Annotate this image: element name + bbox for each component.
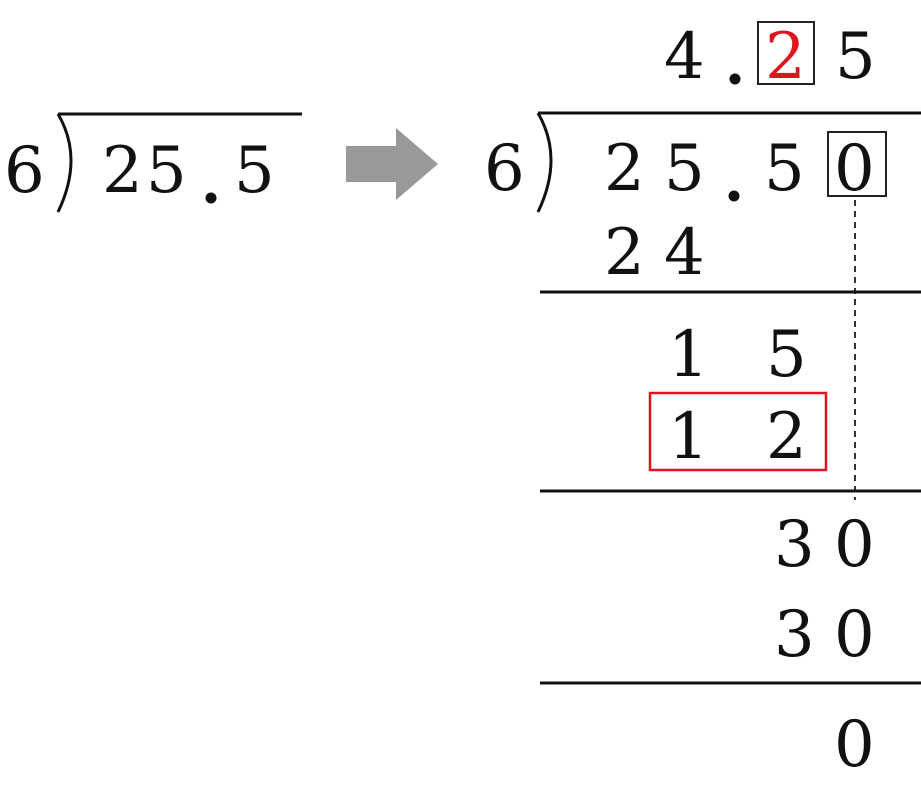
dividend-digit-2: 5 [664, 132, 705, 206]
step-5-digit-2: 0 [834, 598, 875, 672]
left-dividend-digit-1: 2 [102, 134, 143, 208]
dividend-digit-4: 0 [834, 132, 875, 206]
step-2-digit-1: 1 [668, 318, 709, 392]
step-4-digit-2: 0 [834, 508, 875, 582]
quotient-digit-2: 2 [765, 20, 806, 94]
product-highlight-box [648, 391, 828, 472]
dividend-digit-3: 5 [764, 132, 805, 206]
left-dividend-digit-3: 5 [234, 134, 275, 208]
left-dividend-digit-2: 5 [146, 134, 187, 208]
remainder-digit: 0 [834, 708, 875, 782]
right-arrow-icon [346, 128, 438, 200]
remainder-row: 0 [834, 708, 875, 782]
right-division-bracket [536, 112, 553, 213]
step-row-1: 2 4 [604, 216, 705, 290]
quotient-decimal-point [729, 73, 741, 85]
quotient-digit-1: 4 [664, 20, 705, 94]
step-3-digit-1: 1 [668, 400, 709, 474]
step-row-5: 3 0 [774, 598, 875, 672]
right-division-problem: 4 2 5 6 2 5 5 0 2 4 1 5 [484, 20, 921, 782]
step-2-digit-2: 5 [766, 318, 807, 392]
right-divisor: 6 [484, 132, 525, 206]
step-row-4: 3 0 [774, 508, 875, 582]
step-1-digit-1: 2 [604, 216, 645, 290]
step-row-3: 1 2 [648, 391, 828, 474]
quotient-digit-3: 5 [835, 20, 876, 94]
left-division-problem: 6 2 5 5 [4, 112, 302, 213]
appended-zero-box [827, 131, 887, 197]
dividend-decimal-point [728, 190, 740, 202]
left-divisor: 6 [4, 134, 45, 208]
dividend-row: 2 5 5 0 [604, 131, 887, 206]
step-1-digit-2: 4 [664, 216, 705, 290]
step-5-digit-1: 3 [774, 598, 815, 672]
quotient-row: 4 2 5 [664, 20, 876, 94]
left-division-bracket [56, 113, 73, 213]
left-decimal-point [205, 192, 217, 204]
step-4-digit-1: 3 [774, 508, 815, 582]
step-3-digit-2: 2 [766, 400, 807, 474]
step-row-2: 1 5 [668, 318, 807, 392]
dividend-digit-1: 2 [604, 132, 645, 206]
quotient-highlight-box [757, 21, 815, 85]
